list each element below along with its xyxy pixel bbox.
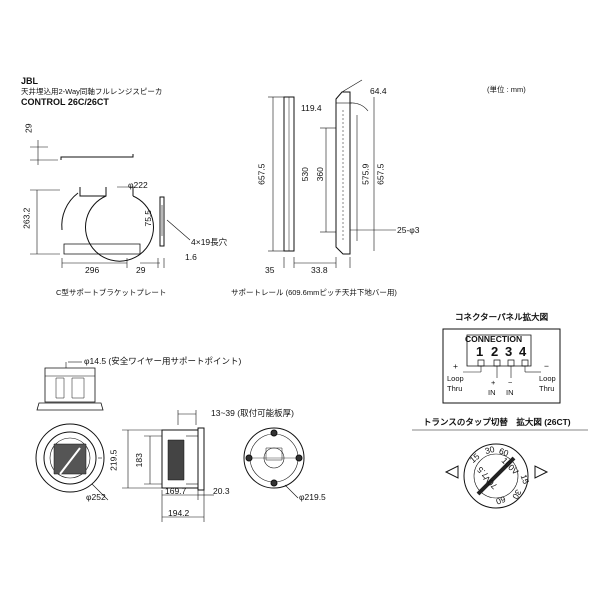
- bracket-top-height: 29: [23, 123, 34, 133]
- rail-overall-right: 657.5: [375, 163, 386, 185]
- bracket-top-view: [30, 140, 133, 165]
- rail-inner: 530: [299, 167, 310, 182]
- speaker-width-1: 169.7: [165, 486, 187, 496]
- connector-pin-4: 4: [519, 344, 527, 359]
- speaker-height-1: 219.5: [108, 449, 119, 471]
- in-left-sign: +: [491, 378, 496, 387]
- loop-right-line1: Loop: [539, 374, 556, 383]
- loop-left-line1: Loop: [447, 374, 464, 383]
- speaker-back-view: [244, 428, 304, 498]
- connector-pin-2: 2: [491, 344, 499, 359]
- speaker-back-diameter: φ219.5: [299, 492, 326, 502]
- bracket-side-view: [158, 197, 190, 268]
- speaker-height-2: 183: [133, 453, 144, 468]
- unit-note: (単位 : mm): [487, 85, 526, 94]
- connector-minus: −: [544, 361, 549, 371]
- model-name: CONTROL 26C/26CT: [21, 97, 109, 107]
- rail-caption: サポートレール (609.6mmピッチ天井下地バー用): [231, 288, 397, 297]
- panel-thickness-label: 13~39 (取付可能板厚): [211, 408, 294, 418]
- speaker-front-view: [36, 424, 108, 500]
- speaker-width-3: 194.2: [168, 508, 190, 518]
- rail-angle: 64.4: [370, 86, 387, 96]
- bracket-height: 263.2: [21, 207, 32, 229]
- connector-title: コネクターパネル拡大図: [455, 312, 549, 322]
- product-subtitle: 天井埋込用2-Way同軸フルレンジスピーカ: [21, 87, 163, 96]
- connector-pin-3: 3: [505, 344, 513, 359]
- bracket-front-view: [30, 187, 160, 268]
- loop-right-line2: Thru: [539, 384, 555, 393]
- bracket-slots: 4×19長穴: [191, 237, 228, 247]
- connector-plus: +: [453, 361, 458, 371]
- in-left: IN: [488, 388, 496, 397]
- connector-pin-1: 1: [476, 344, 484, 359]
- wire-point-label: φ14.5 (安全ワイヤー用サポートポイント): [84, 356, 242, 366]
- bracket-thickness: 1.6: [185, 252, 197, 262]
- bracket-width: 296: [85, 265, 100, 275]
- speaker-top-view: [37, 362, 103, 410]
- rail-width-1: 35: [265, 265, 275, 275]
- tap-left-30: 30: [483, 443, 496, 457]
- brand: JBL: [21, 76, 39, 86]
- speaker-side-view: [122, 410, 214, 522]
- loop-left-line2: Thru: [447, 384, 463, 393]
- in-right: IN: [506, 388, 514, 397]
- connector-label: CONNECTION: [465, 334, 523, 344]
- connector-panel-box: [443, 329, 560, 403]
- bracket-side-height: 75.5: [143, 209, 154, 227]
- tap-title: トランスのタップ切替 拡大図 (26CT): [423, 417, 571, 427]
- tap-switch: [412, 430, 588, 508]
- rail-overall-left: 657.5: [256, 163, 267, 185]
- bracket-tab-width: 29: [136, 265, 146, 275]
- speaker-front-diameter: φ252: [86, 492, 106, 502]
- rail-width-2: 33.8: [311, 265, 328, 275]
- rail-holes: 25-φ3: [397, 225, 420, 235]
- rail-mid: 360: [314, 167, 325, 182]
- rail-views: [268, 80, 396, 268]
- bracket-caption: C型サポートブラケットプレート: [56, 288, 167, 297]
- in-right-sign: −: [508, 378, 513, 387]
- speaker-width-2: 20.3: [213, 486, 230, 496]
- bracket-diameter: φ222: [128, 180, 148, 190]
- rail-top-offset: 119.4: [301, 103, 322, 113]
- rail-span: 575.9: [360, 163, 371, 185]
